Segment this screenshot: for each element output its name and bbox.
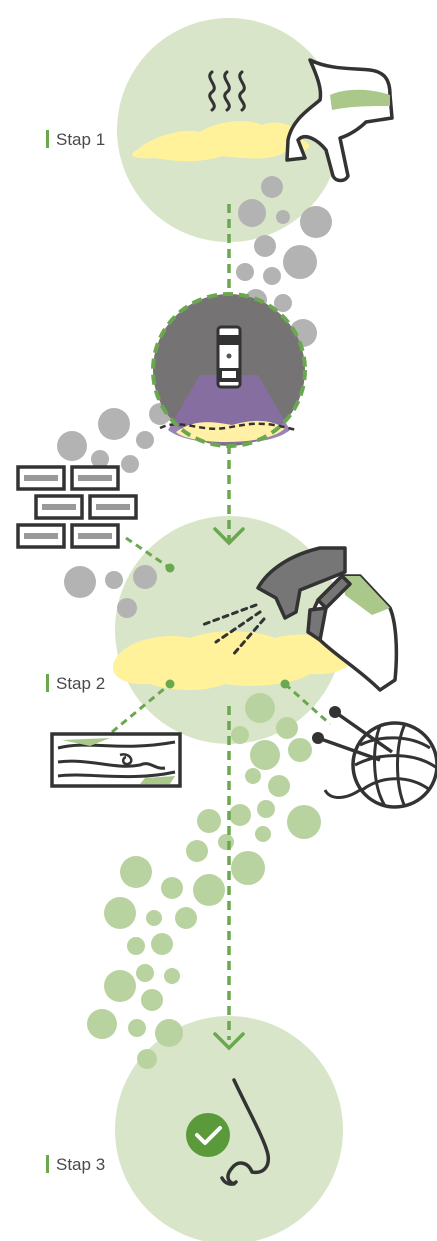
step-label-text: Stap 3 [56, 1155, 105, 1174]
step-label-text: Stap 2 [56, 674, 105, 693]
uv-flashlight-icon [218, 327, 240, 387]
step-1-label: Stap 1 [46, 130, 105, 150]
brick-wall-icon [18, 467, 136, 547]
check-icon [186, 1113, 230, 1157]
step-marker [46, 674, 49, 692]
step-marker [46, 1155, 49, 1173]
step-label-text: Stap 1 [56, 130, 105, 149]
yarn-ball-icon [312, 706, 437, 807]
step-marker [46, 130, 49, 148]
step-2-label: Stap 2 [46, 674, 105, 694]
wood-floor-icon [52, 734, 180, 786]
step-3-label: Stap 3 [46, 1155, 105, 1175]
